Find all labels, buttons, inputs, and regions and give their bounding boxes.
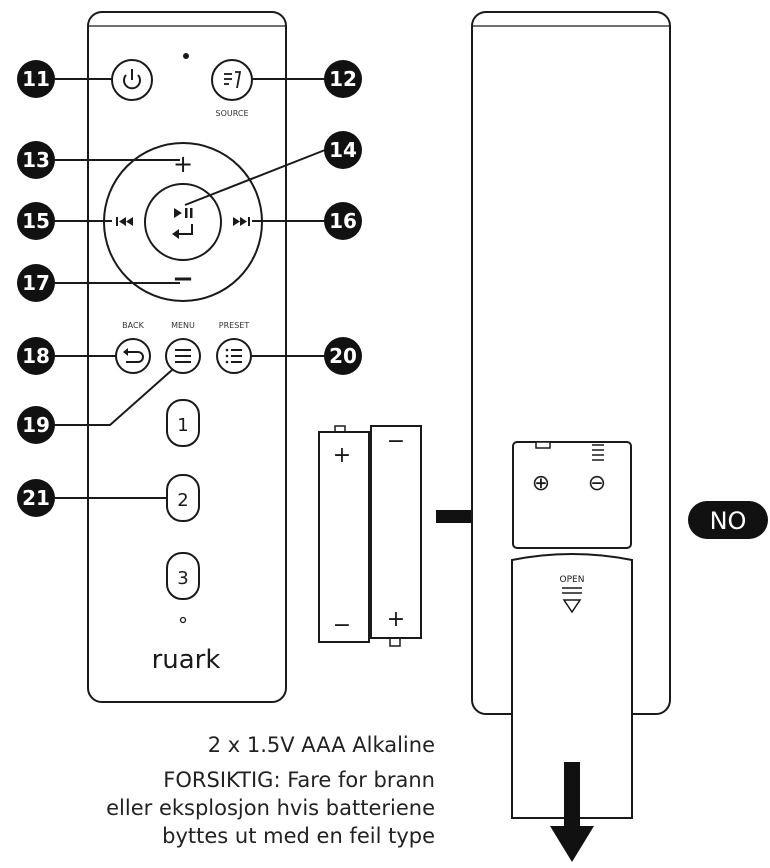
callout-17: 17 (17, 264, 55, 302)
source-label: SOURCE (215, 109, 248, 118)
callout-21: 21 (17, 479, 55, 517)
power-icon (123, 74, 141, 90)
open-arrow-icon (562, 587, 582, 614)
callout-20: 20 (324, 337, 362, 375)
preset-3-button[interactable]: 3 (166, 552, 200, 600)
skip-forward-icon (233, 217, 250, 226)
callout-20-number: 20 (329, 344, 357, 368)
remote-back: ⊕ ⊖ OPEN (471, 11, 671, 819)
callout-13-number: 13 (22, 148, 50, 172)
back-button[interactable] (115, 338, 151, 374)
volume-down-button[interactable]: − (172, 264, 194, 294)
callout-17-number: 17 (22, 271, 50, 295)
callout-11-number: 11 (22, 67, 50, 91)
preset-list-icon (225, 348, 242, 364)
spring-contact-icon (592, 444, 604, 461)
compartment-plus-symbol: ⊕ (532, 471, 550, 496)
back-arrow-icon (123, 348, 144, 363)
callout-15: 15 (17, 202, 55, 240)
battery-compartment (512, 441, 632, 549)
battery-left-minus: − (333, 613, 351, 638)
preset-2-label: 2 (177, 490, 188, 511)
preset-2-button[interactable]: 2 (166, 474, 200, 522)
language-code: NO (710, 507, 747, 535)
preset-1-button[interactable]: 1 (166, 399, 200, 447)
callout-12: 12 (324, 60, 362, 98)
callout-12-number: 12 (329, 67, 357, 91)
callout-14-number: 14 (329, 138, 357, 162)
battery-right-minus: − (387, 429, 405, 454)
preset-button[interactable] (216, 338, 252, 374)
menu-button[interactable] (165, 338, 201, 374)
callout-13: 13 (17, 141, 55, 179)
source-button[interactable] (211, 59, 253, 101)
play-pause-enter-button[interactable] (144, 183, 222, 261)
compartment-contact (535, 441, 551, 449)
menu-icon (175, 349, 191, 363)
callout-19-number: 19 (22, 413, 50, 437)
callout-15-number: 15 (22, 209, 50, 233)
preset-1-label: 1 (177, 415, 188, 436)
language-badge: NO (688, 501, 768, 539)
enter-icon (172, 224, 193, 239)
callout-16-number: 16 (329, 209, 357, 233)
callout-21-number: 21 (22, 486, 50, 510)
battery-left-plus: + (333, 443, 351, 468)
battery-right-plus: + (387, 607, 405, 632)
back-label: BACK (122, 321, 144, 330)
warning-line-3: byttes ut med en feil type (162, 824, 435, 848)
next-button[interactable] (233, 217, 250, 226)
battery-cover[interactable]: OPEN (511, 553, 633, 819)
callout-11: 11 (17, 60, 55, 98)
open-label: OPEN (560, 575, 585, 585)
callout-16: 16 (324, 202, 362, 240)
compartment-minus-symbol: ⊖ (588, 471, 606, 496)
previous-button[interactable] (116, 217, 133, 226)
battery-right: − + (370, 425, 422, 647)
battery-left: + − (318, 425, 370, 643)
preset-3-label: 3 (177, 568, 188, 589)
callout-18-number: 18 (22, 344, 50, 368)
power-button[interactable] (111, 59, 153, 101)
slide-down-arrow-icon (550, 762, 594, 862)
skip-back-icon (116, 217, 133, 226)
preset-label: PRESET (219, 321, 250, 330)
ir-sensor-dot (179, 616, 187, 624)
source-icon (224, 71, 242, 89)
callout-leader-lines (55, 78, 326, 499)
play-pause-icon (174, 208, 193, 218)
menu-label: MENU (171, 321, 195, 330)
volume-up-button[interactable]: + (173, 150, 193, 178)
callout-18: 18 (17, 337, 55, 375)
battery-spec-caption: 2 x 1.5V AAA Alkaline (208, 733, 435, 757)
brand-logo: ruark (152, 645, 221, 675)
callout-19: 19 (17, 406, 55, 444)
warning-line-1: FORSIKTIG: Fare for brann (163, 768, 435, 792)
callout-14: 14 (324, 131, 362, 169)
warning-line-2: eller eksplosjon hvis batteriene (106, 796, 435, 820)
indicator-led (183, 53, 189, 59)
